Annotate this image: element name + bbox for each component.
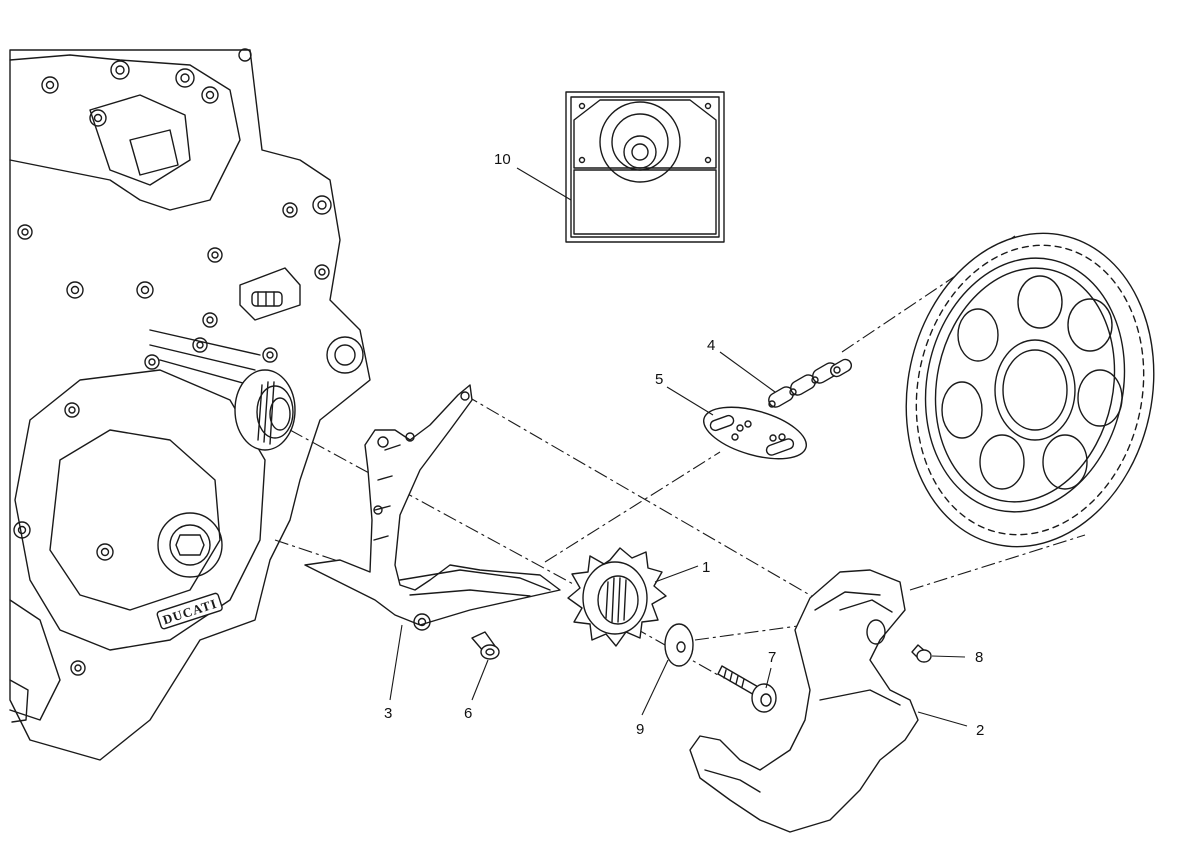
leader-lines xyxy=(389,167,968,727)
callout-6: 6 xyxy=(464,705,472,722)
screw-part-8 xyxy=(911,644,932,663)
chain-section xyxy=(768,358,853,408)
callout-8: 8 xyxy=(975,649,983,666)
bolt-part-7 xyxy=(717,665,777,713)
callout-numbers: 10 4 5 1 2 3 6 9 7 8 xyxy=(384,151,984,739)
sticker-kit-inset xyxy=(565,91,725,243)
callout-7: 7 xyxy=(768,649,776,666)
callout-4: 4 xyxy=(707,337,715,354)
sprocket-cover xyxy=(689,569,919,833)
front-sprocket xyxy=(567,547,667,647)
callout-9: 9 xyxy=(636,721,644,738)
callout-2: 2 xyxy=(976,722,984,739)
callout-10: 10 xyxy=(494,151,511,168)
callout-5: 5 xyxy=(655,371,663,388)
output-shaft xyxy=(234,369,296,451)
chain-guide-bracket xyxy=(304,384,561,631)
callout-3: 3 xyxy=(384,705,392,722)
washer-part-9 xyxy=(664,623,694,667)
engine-assembly: DUCATI xyxy=(9,48,371,761)
screw-part-6 xyxy=(471,631,500,660)
callout-1: 1 xyxy=(702,559,710,576)
chain-link-kit xyxy=(702,406,808,460)
rear-sprocket xyxy=(905,232,1155,548)
